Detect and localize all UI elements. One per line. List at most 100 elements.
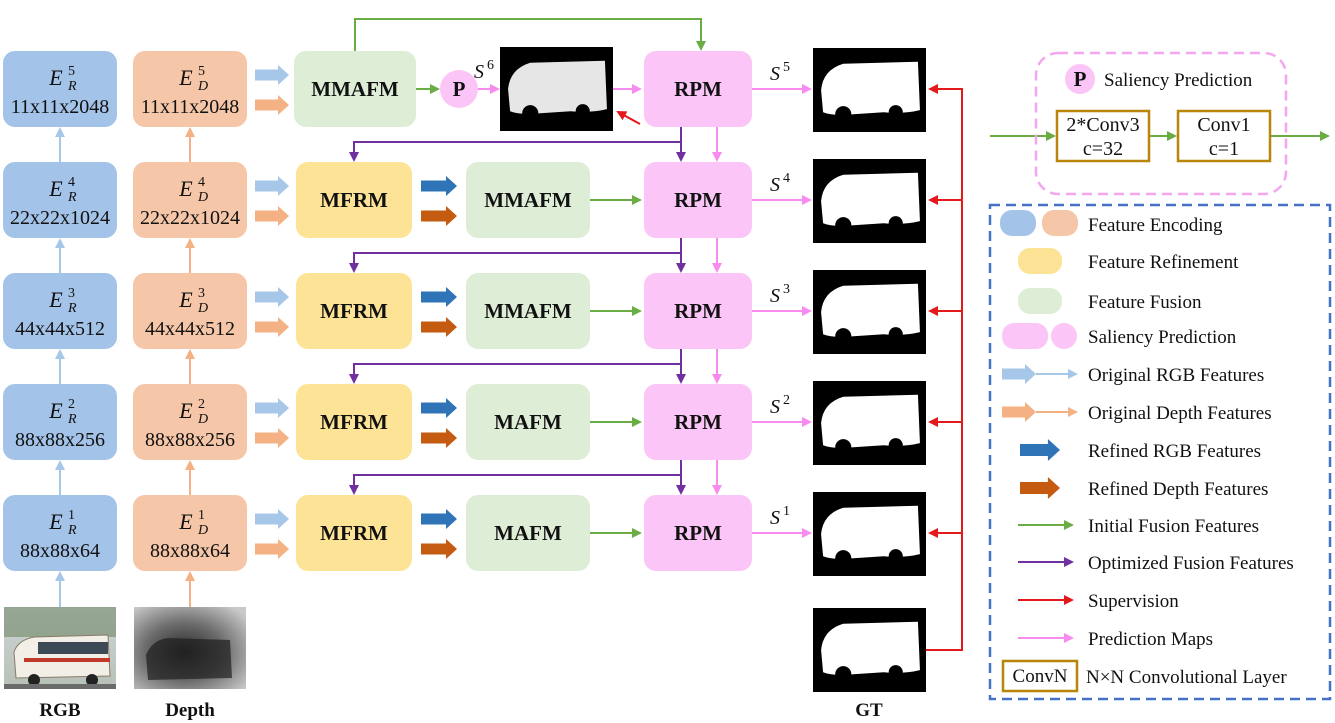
fusion-module-label: MAFM [494,521,562,545]
fusion-module [466,495,590,571]
s-label-letter: S [474,61,484,83]
encoder-sub: D [197,301,208,316]
refined-depth-feature-arrow [421,317,457,337]
refined-rgb-feature-arrow [421,509,457,529]
prediction-head-title: Saliency Prediction [1104,70,1253,91]
legend-label: Feature Encoding [1088,215,1223,236]
fusion-module-label: MMAFM [311,77,399,101]
encoder-sup: 3 [68,286,75,301]
depth-encoder-3 [133,273,247,349]
encoder-letter: E [48,176,63,201]
original-rgb-feature-arrow [255,176,289,196]
original-depth-feature-arrow [255,95,289,115]
optimized-fusion-feedback-arrow [349,474,681,495]
legend-refined-rgb-arrow [1020,439,1060,461]
depth-encoder-2 [133,384,247,460]
p-label: P [453,77,466,101]
legend-label: Feature Fusion [1088,292,1202,313]
legend-label: Saliency Prediction [1088,327,1237,348]
conv3-channels: c=32 [1083,138,1123,160]
rpm-module-label: RPM [674,299,722,323]
rpm-module [644,51,752,127]
encoder-dims: 44x44x512 [15,318,105,340]
original-depth-feature-arrow [255,206,289,226]
fusion-module-label: MMAFM [484,299,572,323]
original-rgb-feature-arrow [255,287,289,307]
conv1-channels: c=1 [1209,138,1239,160]
depth-bus-shape [146,638,232,680]
rgb-encoder-1 [3,495,117,571]
rgb-encoder-3 [3,273,117,349]
depth-caption: Depth [165,700,215,721]
encoder-sub: R [67,79,77,94]
legend-label: Supervision [1088,591,1179,612]
rgb-encoder-5 [3,51,117,127]
conv3-block [1055,109,1151,163]
rpm-module-label: RPM [674,188,722,212]
s-label-sup: 6 [487,58,494,73]
prediction-head-p-circle [1065,64,1095,94]
optimized-fusion-feedback-arrow [349,141,681,162]
optimized-fusion-feedback-arrow [349,363,681,384]
rgb-trees [4,607,116,637]
encoder-letter: E [178,176,193,201]
encoder-letter: E [48,398,63,423]
legend-swatch-refine [1018,248,1062,274]
refinement-module-label: MFRM [320,521,388,545]
legend-swatch-p [1051,323,1077,349]
encoder-sup: 3 [198,286,205,301]
encoder-sub: R [67,301,77,316]
encoder-sub: D [197,79,208,94]
encoder-dims: 44x44x512 [145,318,235,340]
rgb-road [4,684,116,689]
rgb-caption: RGB [39,700,81,721]
saliency-map [813,493,926,575]
original-rgb-feature-arrow [255,509,289,529]
conv1-block [1176,109,1272,163]
rgb-encoder-2 [3,384,117,460]
encoder-dims: 88x88x256 [145,429,235,451]
legend-label: Original Depth Features [1088,403,1272,424]
encoder-sup: 5 [198,64,205,79]
s6-saliency-map [500,48,613,130]
original-depth-feature-arrow [255,317,289,337]
encoder-dims: 11x11x2048 [11,96,110,118]
rgb-bus-wheel [86,674,98,686]
legend-label: Prediction Maps [1088,629,1213,650]
refinement-module [296,495,412,571]
rpm-module [644,495,752,571]
refined-rgb-feature-arrow [421,176,457,196]
prediction-head-frame [1034,51,1288,196]
rpm-module [644,273,752,349]
rgb-bus-body [13,634,111,679]
encoder-letter: E [178,65,193,90]
saliency-map [813,271,926,353]
rpm-module-label: RPM [674,410,722,434]
legend-conv-box [1001,659,1079,693]
fusion-module [466,162,590,238]
encoder-letter: E [48,65,63,90]
encoder-dims: 88x88x256 [15,429,105,451]
encoder-sub: D [197,412,208,427]
saliency-map [813,382,926,464]
depth-input-image [134,607,246,689]
initial-fusion-top-arrow [354,18,706,51]
s-label-sup: 2 [783,393,790,408]
conv3-label: 2*Conv3 [1066,114,1139,136]
s-label-sup: 1 [783,504,790,519]
fusion-module-label: MAFM [494,410,562,434]
rpm-module [644,162,752,238]
legend-label: Optimized Fusion Features [1088,553,1294,574]
encoder-letter: E [178,509,193,534]
s-label-sup: 4 [783,171,790,186]
legend-conv-box-label: ConvN [1013,666,1068,687]
encoder-sup: 1 [198,508,205,523]
refined-rgb-feature-arrow [421,398,457,418]
refined-depth-feature-arrow [421,206,457,226]
original-depth-feature-arrow [255,428,289,448]
legend-label: Refined Depth Features [1088,479,1268,500]
depth-encoder-5 [133,51,247,127]
